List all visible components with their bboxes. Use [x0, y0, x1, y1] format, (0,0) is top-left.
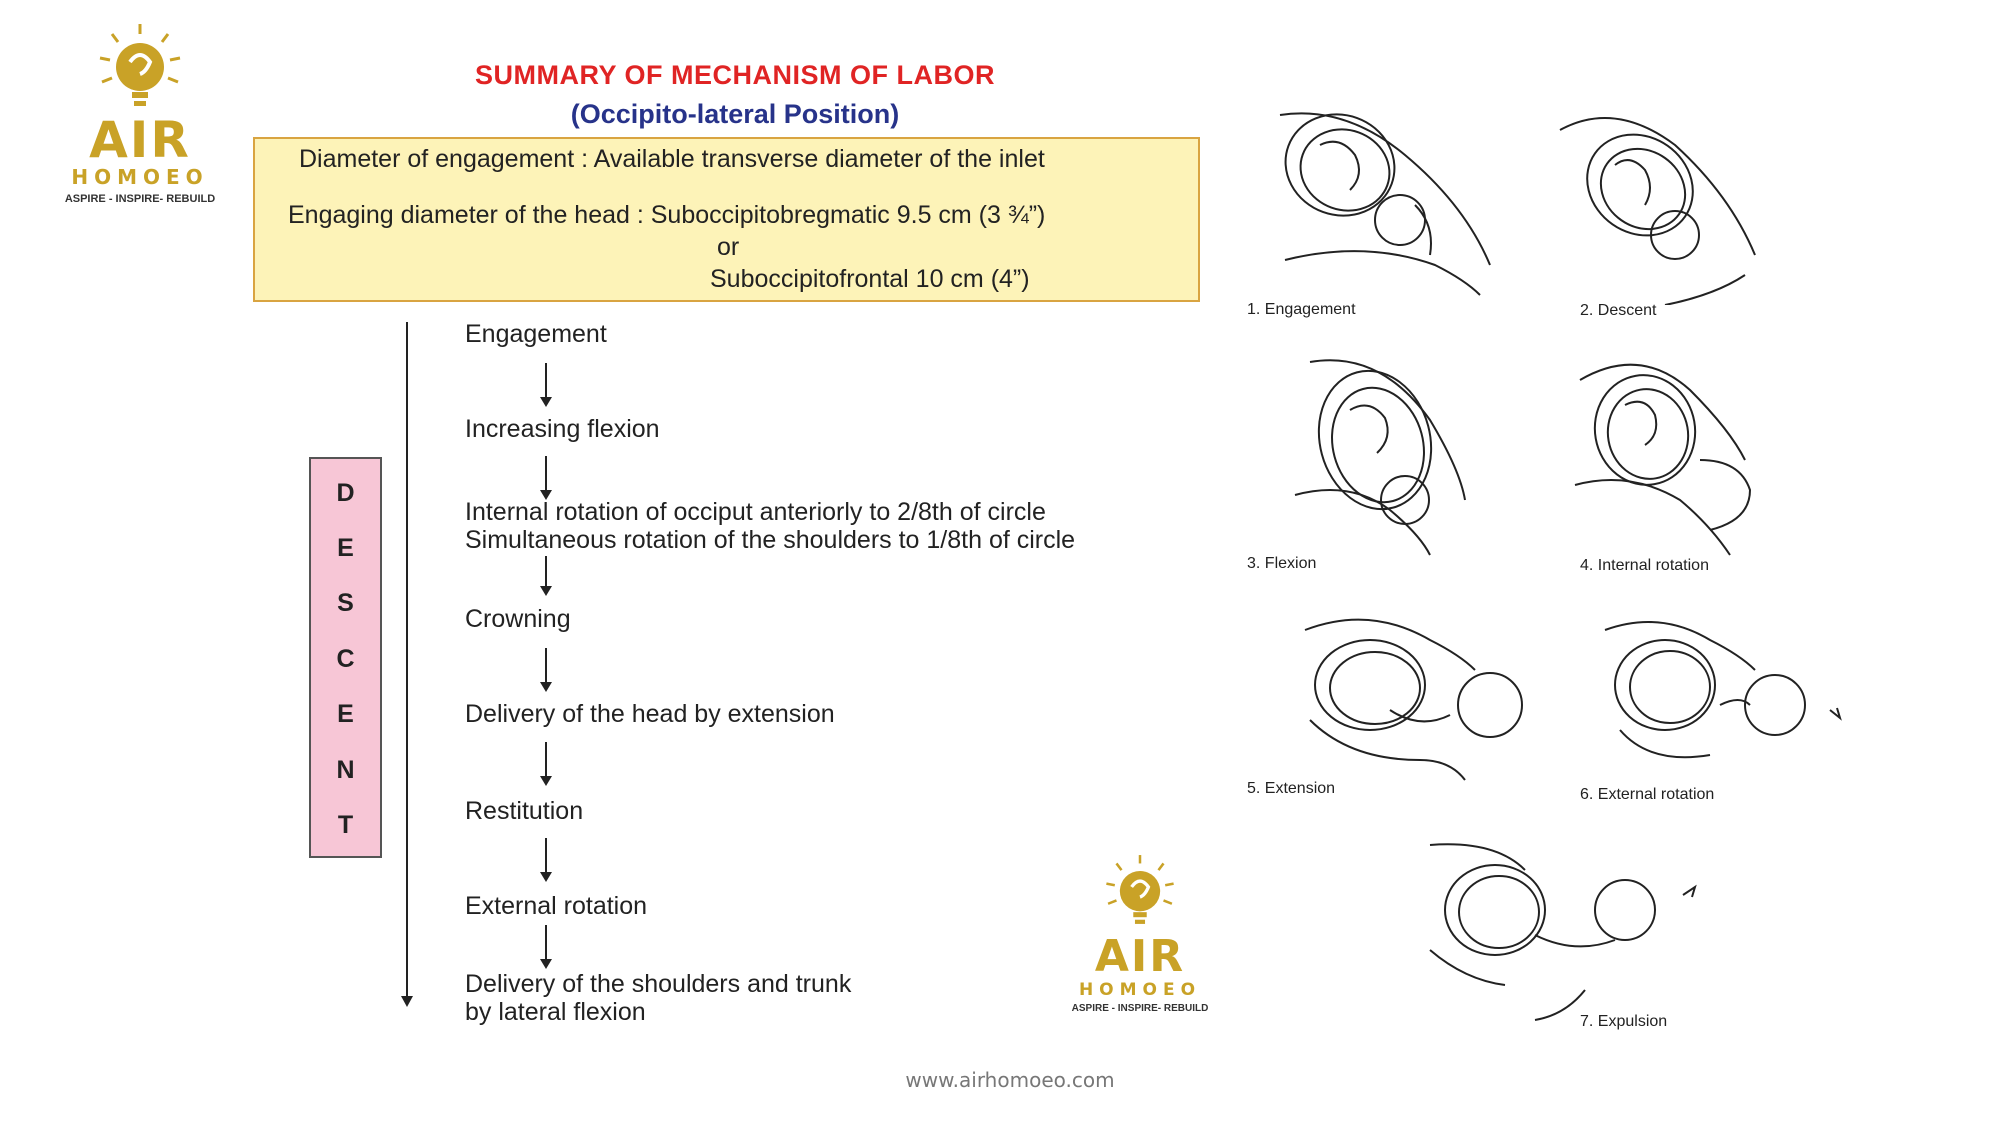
logo-air: AIR: [1094, 931, 1186, 982]
figure-label-expulsion: 7. Expulsion: [1580, 1013, 1668, 1030]
figure-engagement: [1279, 112, 1491, 296]
step-external-rotation: External rotation: [465, 892, 648, 920]
step-increasing-flexion: Increasing flexion: [465, 415, 660, 443]
info-line-1: Diameter of engagement : Available trans…: [299, 145, 1045, 173]
step-lateral-flexion: by lateral flexion: [465, 998, 646, 1026]
flow-arrow: [540, 648, 552, 692]
step-shoulder-rotation: Simultaneous rotation of the shoulders t…: [465, 526, 1076, 554]
flow-arrow: [540, 838, 552, 882]
flow-arrow: [540, 925, 552, 969]
page-subtitle: (Occipito-lateral Position): [570, 99, 900, 129]
flow-arrow: [540, 456, 552, 500]
descent-arrow: [401, 322, 413, 1007]
flow-arrow: [540, 742, 552, 786]
figure-label-engagement: 1. Engagement: [1247, 301, 1356, 318]
flow-arrow: [540, 363, 552, 407]
step-internal-rotation: Internal rotation of occiput anteriorly …: [465, 498, 1046, 526]
figure-internal-rotation: [1574, 363, 1752, 556]
step-crowning: Crowning: [465, 605, 571, 633]
diameter-info-box: Diameter of engagement : Available trans…: [253, 137, 1200, 302]
step-head-delivery: Delivery of the head by extension: [465, 700, 835, 728]
descent-letter: E: [337, 700, 354, 728]
info-line-4: Suboccipitofrontal 10 cm (4”): [710, 265, 1030, 293]
figure-label-flexion: 3. Flexion: [1247, 555, 1317, 572]
flow-arrow: [540, 556, 552, 596]
figure-extension: [1304, 618, 1523, 781]
figure-label-extension: 5. Extension: [1247, 780, 1336, 797]
descent-letter: E: [337, 534, 354, 562]
descent-letter: N: [336, 756, 355, 784]
figure-external-rotation: [1604, 621, 1842, 759]
figure-descent: [1559, 117, 1756, 305]
bulb-icon: [1106, 855, 1174, 924]
bulb-icon: [99, 24, 181, 106]
descent-letter: S: [337, 589, 354, 617]
figure-flexion: [1294, 359, 1466, 556]
figure-label-internal-rotation: 4. Internal rotation: [1580, 557, 1709, 574]
figure-label-descent: 2. Descent: [1580, 302, 1657, 319]
logo-tagline: ASPIRE - INSPIRE- REBUILD: [64, 193, 216, 205]
logo-air: AIR: [89, 111, 191, 169]
info-line-3: or: [717, 233, 740, 261]
descent-box: D E S C E N T: [309, 457, 382, 858]
logo-homoeo: HOMOEO: [71, 165, 209, 189]
descent-letter: D: [336, 479, 355, 507]
logo-top: AIR HOMOEO ASPIRE - INSPIRE- REBUILD: [55, 22, 225, 205]
page-title: SUMMARY OF MECHANISM OF LABOR: [475, 60, 995, 90]
logo-homoeo: HOMOEO: [1078, 980, 1202, 1000]
info-line-2: Engaging diameter of the head : Suboccip…: [288, 201, 1046, 229]
website-url: www.airhomoeo.com: [905, 1068, 1115, 1092]
figure-expulsion: [1429, 843, 1697, 1021]
step-shoulders-trunk: Delivery of the shoulders and trunk: [465, 970, 852, 998]
figure-label-external-rotation: 6. External rotation: [1580, 786, 1715, 803]
descent-letter: T: [337, 811, 354, 839]
descent-letter: C: [336, 645, 355, 673]
logo-tagline: ASPIRE - INSPIRE- REBUILD: [1071, 1003, 1209, 1014]
logo-bottom: AIR HOMOEO ASPIRE - INSPIRE- REBUILD: [1065, 853, 1215, 1014]
step-restitution: Restitution: [465, 797, 584, 825]
step-engagement: Engagement: [465, 320, 607, 348]
